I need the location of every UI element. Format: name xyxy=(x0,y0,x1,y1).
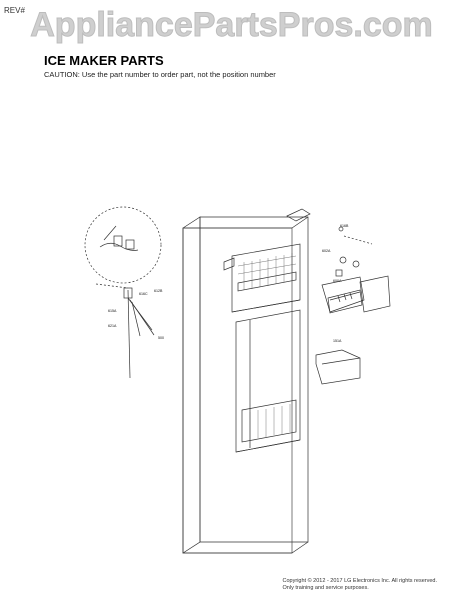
top-hinge xyxy=(286,208,311,222)
cabinet-bottom-right-edge xyxy=(291,541,309,554)
leader-line-2 xyxy=(129,299,155,336)
fresh-food-compartment xyxy=(235,309,301,453)
site-watermark: AppliancePartsPros.com xyxy=(30,6,433,45)
ice-maker-assembly xyxy=(315,226,391,385)
crisper-shelf xyxy=(241,399,297,443)
crisper-shelf-grid xyxy=(249,404,291,440)
revision-marker: REV# xyxy=(4,6,25,15)
callout-label: 621A xyxy=(108,324,117,328)
connector xyxy=(113,235,123,247)
screw xyxy=(338,226,344,232)
refrigerator-cabinet xyxy=(182,208,311,554)
callout-label: 602A xyxy=(322,249,331,253)
crisper-top xyxy=(235,439,301,453)
callout-label: 151A xyxy=(333,339,342,343)
callout-label: 612B xyxy=(154,289,163,293)
usage-line: Only training and service purposes. xyxy=(282,585,369,591)
cabinet-top-right-edge xyxy=(291,216,309,229)
harness-cable xyxy=(127,289,131,379)
ice-maker-mold xyxy=(321,276,365,313)
ice-storage-bin xyxy=(315,349,361,385)
cabinet-front-face xyxy=(182,227,293,554)
callout-label: 615A xyxy=(108,309,117,313)
copyright-footer: Copyright © 2012 - 2017 LG Electronics I… xyxy=(283,578,437,592)
position-callouts: 616B 602A 600A 151A 615A 616C 612B 621A … xyxy=(108,224,349,343)
vent-cover xyxy=(223,257,235,271)
caution-note: CAUTION: Use the part number to order pa… xyxy=(44,70,276,79)
ice-maker-tray xyxy=(327,289,363,314)
feeler-arm xyxy=(335,269,343,277)
divider-mullion xyxy=(231,299,301,313)
shelf-cap-2 xyxy=(352,260,360,268)
callout-label: 600A xyxy=(333,279,342,283)
freezer-shelf-grid xyxy=(237,253,297,290)
callout-label: 616C xyxy=(139,292,148,296)
ice-maker-harness-assembly xyxy=(123,287,155,379)
detail-leader xyxy=(95,283,129,289)
bin-rim xyxy=(321,357,361,365)
freezer-shelf xyxy=(237,271,297,292)
ice-maker-control-box xyxy=(359,275,391,313)
ejector-fingers xyxy=(337,292,353,303)
callout-label: 616B xyxy=(340,224,349,228)
connector-2 xyxy=(125,239,135,250)
wire-harness xyxy=(99,242,139,251)
callout-label: 500 xyxy=(158,336,164,340)
cabinet-side-panel xyxy=(182,216,201,554)
screw-axis xyxy=(343,235,373,245)
shelf-cap xyxy=(339,256,347,264)
detail-callout-circle xyxy=(84,206,162,289)
leader-line-3 xyxy=(131,301,141,337)
page-title: ICE MAKER PARTS xyxy=(44,53,164,68)
mount-bracket xyxy=(103,225,117,241)
copyright-line: Copyright © 2012 - 2017 LG Electronics I… xyxy=(282,578,437,584)
